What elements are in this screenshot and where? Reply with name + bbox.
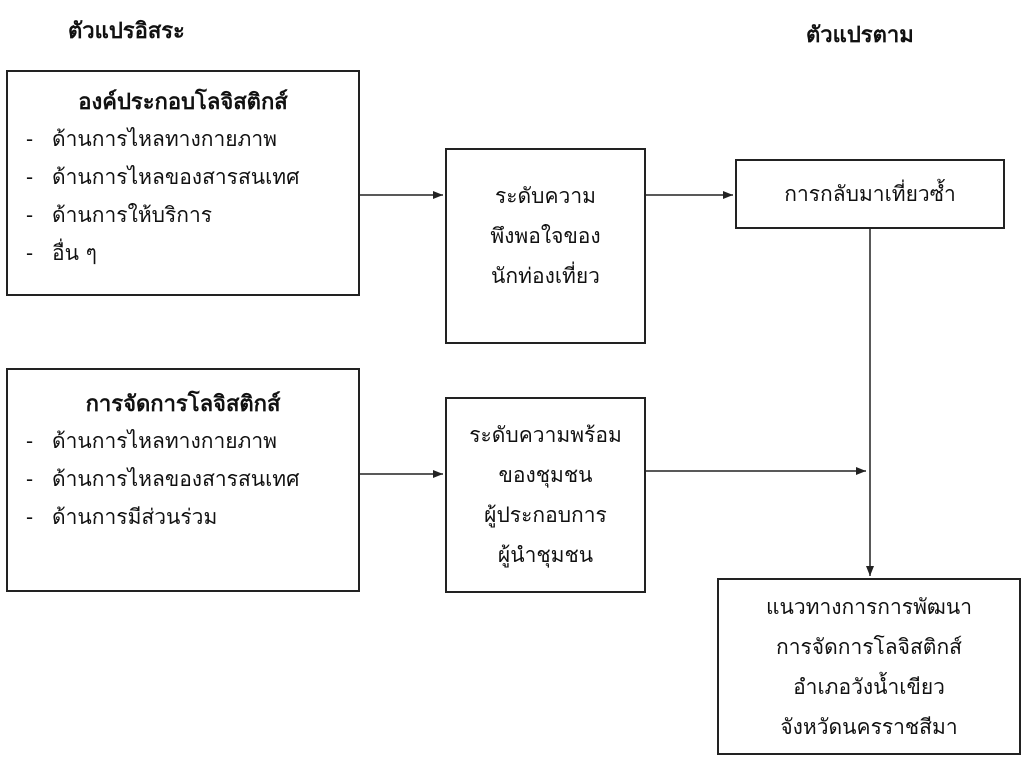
list-item: -ด้านการไหลทางกายภาพ bbox=[26, 429, 278, 453]
development-guideline-box: แนวทางการการพัฒนา การจัดการโลจิสติกส์ อำ… bbox=[717, 578, 1021, 755]
tourist-satisfaction-box: ระดับความ พึงพอใจของ นักท่องเที่ยว bbox=[445, 148, 646, 344]
box-line: การจัดการโลจิสติกส์ bbox=[776, 634, 962, 659]
independent-variable-header: ตัวแปรอิสระ bbox=[68, 18, 185, 44]
list-item: -อื่น ๆ bbox=[26, 241, 97, 265]
list-item: -ด้านการไหลของสารสนเทศ bbox=[26, 165, 300, 189]
box-line: พึงพอใจของ bbox=[490, 224, 601, 248]
logistics-components-box: องค์ประกอบโลจิสติกส์ -ด้านการไหลทางกายภา… bbox=[6, 70, 360, 296]
community-readiness-box: ระดับความพร้อม ของชุมชน ผู้ประกอบการ ผู้… bbox=[445, 397, 646, 593]
box-line: ระดับความ bbox=[494, 184, 596, 208]
box-line: แนวทางการการพัฒนา bbox=[765, 594, 973, 619]
box-line: ระดับความพร้อม bbox=[469, 423, 622, 447]
list-item: -ด้านการไหลของสารสนเทศ bbox=[26, 467, 300, 491]
list-item: -ด้านการให้บริการ bbox=[26, 203, 213, 227]
box-line: ผู้ประกอบการ bbox=[484, 503, 607, 527]
list-item: -ด้านการมีส่วนร่วม bbox=[26, 505, 218, 529]
box-line: จังหวัดนครราชสีมา bbox=[780, 714, 958, 739]
logistics-components-title: องค์ประกอบโลจิสติกส์ bbox=[78, 89, 288, 115]
box-line: นักท่องเที่ยว bbox=[491, 264, 600, 288]
dependent-variable-header: ตัวแปรตาม bbox=[806, 22, 914, 48]
box-line: อำเภอวังน้ำเขียว bbox=[793, 674, 945, 699]
box-line: ผู้นำชุมชน bbox=[497, 543, 594, 567]
box-line: ของชุมชน bbox=[498, 463, 593, 487]
box-line: การกลับมาเที่ยวซ้ำ bbox=[784, 182, 956, 206]
logistics-management-title: การจัดการโลจิสติกส์ bbox=[85, 391, 281, 417]
logistics-management-box: การจัดการโลจิสติกส์ -ด้านการไหลทางกายภาพ… bbox=[6, 368, 360, 592]
list-item: -ด้านการไหลทางกายภาพ bbox=[26, 127, 278, 151]
return-visit-box: การกลับมาเที่ยวซ้ำ bbox=[735, 159, 1005, 229]
